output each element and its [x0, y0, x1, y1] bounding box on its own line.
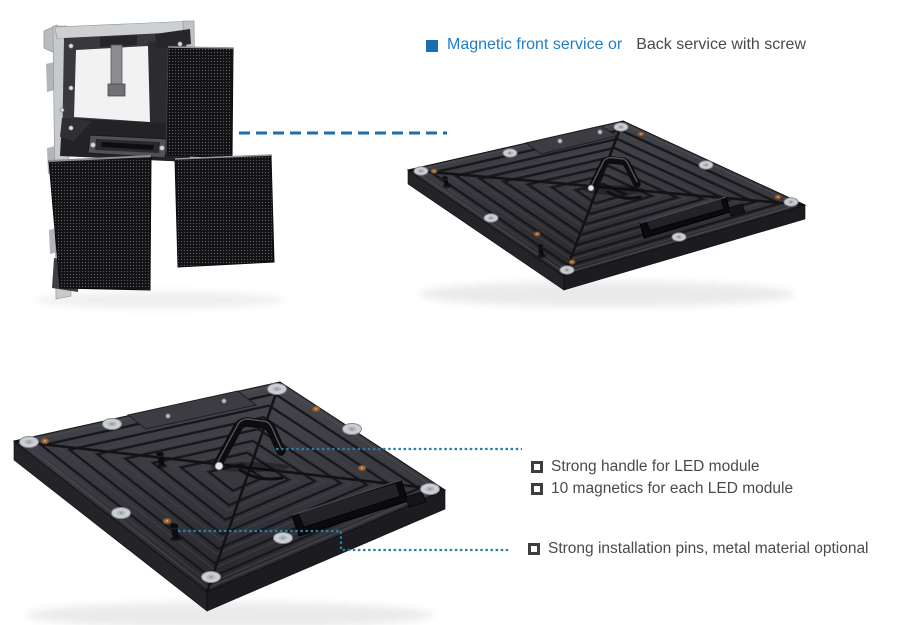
module-shadow — [417, 281, 796, 307]
cabinet-photo — [35, 20, 285, 309]
magnet — [201, 571, 221, 583]
callout-handle: Strong handle for LED module — [531, 458, 760, 475]
cabinet-base-slope — [60, 118, 92, 141]
carry-handle — [210, 417, 289, 472]
copper-screw — [357, 464, 367, 472]
led-panel-leaning — [174, 154, 275, 268]
center-latch — [238, 468, 284, 481]
cabinet-connector-slot — [101, 142, 154, 150]
callout-magnetics: 10 magnetics for each LED module — [531, 480, 793, 497]
magnet — [111, 507, 131, 519]
magnet — [342, 423, 362, 435]
plate-screw — [165, 413, 171, 419]
connector-rim-highlight — [291, 479, 402, 516]
copper-screw — [774, 194, 782, 200]
installation-pin — [169, 522, 182, 542]
carry-handle — [584, 156, 645, 195]
rod-bracket — [100, 35, 137, 47]
lock-rod-tip — [107, 83, 126, 97]
copper-screw — [162, 517, 172, 525]
magnet — [559, 265, 575, 275]
magnet — [698, 160, 714, 170]
magnet — [783, 197, 799, 207]
magnet — [413, 166, 429, 176]
copper-screw — [568, 259, 576, 265]
magnet — [267, 383, 287, 395]
module-back-top-photo — [406, 120, 807, 307]
magnet — [613, 122, 629, 132]
magnet — [19, 436, 39, 448]
module-back-bottom-photo — [12, 381, 447, 625]
module-shadow — [24, 602, 435, 625]
hollow-square-bullet-icon — [531, 461, 543, 473]
led-panel-attached-bottom-left — [48, 155, 152, 291]
installation-pin — [155, 451, 168, 469]
hollow-square-bullet-icon — [528, 543, 540, 555]
header-highlight-text: Magnetic front service or — [447, 36, 623, 53]
magnet — [483, 213, 499, 223]
hollow-square-bullet-icon — [531, 483, 543, 495]
installation-pin — [441, 175, 452, 189]
plate-screw — [221, 398, 227, 404]
callout-handle-label: Strong handle for LED module — [551, 458, 760, 475]
plate-screw — [557, 138, 563, 144]
header-rest-text: Back service with screw — [636, 36, 807, 53]
installation-pin — [536, 243, 547, 259]
cabinet-left-bump — [46, 62, 55, 92]
connector-slot — [297, 482, 401, 528]
copper-screw — [430, 168, 438, 174]
handle-foot-screw — [587, 184, 595, 192]
copper-screw — [40, 437, 50, 445]
pins-leader-line — [178, 529, 508, 552]
plate-screw — [597, 129, 603, 135]
callout-magnetics-label: 10 magnetics for each LED module — [551, 480, 794, 497]
copper-screw — [311, 405, 321, 413]
square-bullet-icon — [426, 39, 438, 52]
mounting-plate — [524, 125, 619, 155]
magnet — [671, 232, 687, 242]
connector-latch — [404, 491, 427, 508]
center-latch — [606, 190, 642, 200]
callout-pins-label: Strong installation pins, metal material… — [548, 540, 869, 557]
magnet — [502, 148, 518, 158]
callout-pins: Strong installation pins, metal material… — [528, 540, 869, 557]
copper-screw — [637, 131, 645, 137]
module-rib-pattern — [408, 121, 805, 276]
magnet — [420, 483, 440, 495]
connector-latch — [727, 203, 746, 217]
led-panel-attached-top — [165, 46, 234, 159]
connector-screw — [158, 144, 166, 152]
copper-screw — [533, 231, 541, 237]
service-header: Magnetic front service or Back service w… — [426, 36, 806, 54]
lock-rod — [110, 44, 123, 87]
magnet — [273, 532, 293, 544]
cabinet-shadow — [35, 291, 285, 309]
magnet — [102, 418, 122, 430]
connector-screw — [89, 141, 97, 149]
connector-rim-highlight — [639, 196, 727, 224]
handle-foot-screw — [214, 461, 224, 471]
